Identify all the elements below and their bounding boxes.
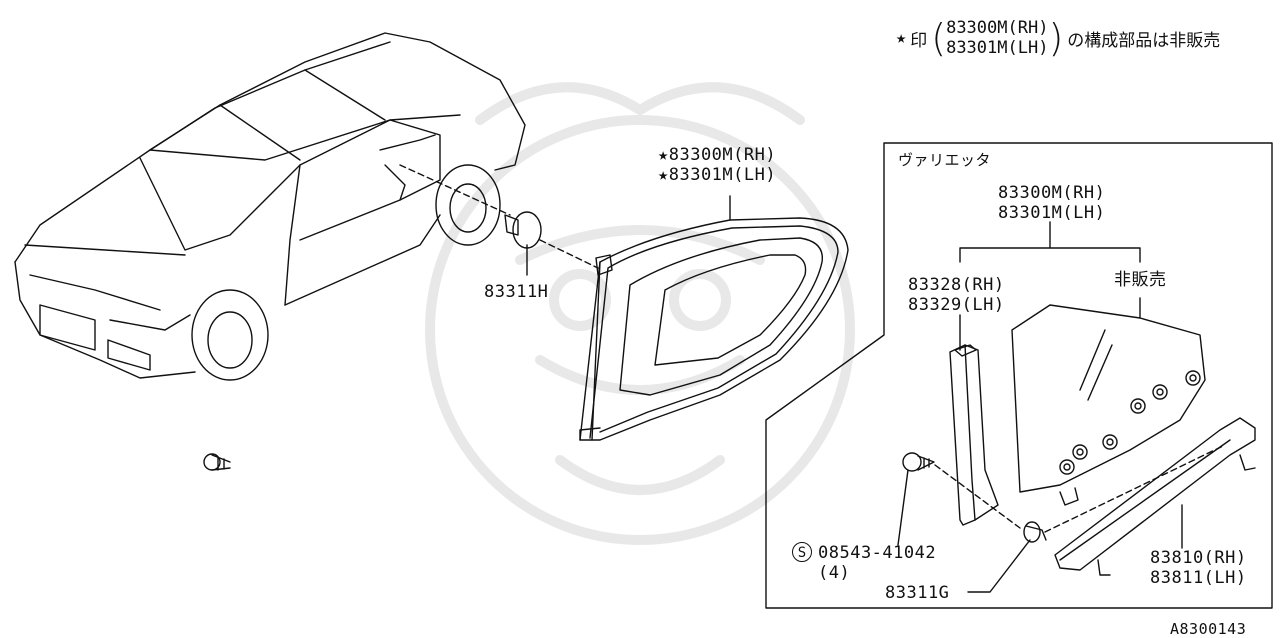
star-mark: ★	[896, 28, 907, 48]
label-screw-part: 08543-41042	[818, 543, 937, 563]
label-variant-lh: 83301M(LH)	[998, 203, 1106, 223]
label-variant-rh: 83300M(RH)	[998, 183, 1106, 203]
car-illustration	[14, 32, 526, 381]
note-suffix: の構成部品は非販売	[1067, 30, 1221, 51]
variant-pillar-drawing	[949, 344, 999, 526]
label-main-lh: ★83301M(LH)	[658, 165, 777, 185]
note-part-numbers: 83300M(RH) 83301M(LH)	[946, 18, 1048, 58]
label-not-sold: 非販売	[1114, 270, 1167, 290]
screw-drawing	[203, 453, 231, 471]
lead-clip-g-dashed	[1044, 444, 1226, 533]
label-pillar-lh: 83329(LH)	[908, 295, 1005, 315]
label-clip-83311h: 83311H	[484, 282, 549, 302]
watermark-emblem	[425, 82, 855, 545]
quarter-glass-assembly-drawing	[579, 195, 849, 441]
label-main-rh: ★83300M(RH)	[658, 145, 777, 165]
variant-title: ヴァリエッタ	[898, 151, 992, 169]
note-line-lh: 83301M(LH)	[946, 38, 1049, 58]
lead-screw-label	[897, 469, 909, 546]
label-trim-lh: 83811(LH)	[1150, 568, 1247, 588]
label-pillar-rh: 83328(RH)	[908, 275, 1005, 295]
label-clip-83311g: 83311G	[885, 583, 950, 603]
label-trim-rh: 83810(RH)	[1150, 548, 1247, 568]
variant-bracket	[959, 221, 1141, 263]
label-screw-qty: (4)	[818, 563, 851, 583]
note-line-rh: 83300M(RH)	[946, 18, 1049, 38]
lead-clip-g-label	[967, 539, 1031, 593]
open-paren: (	[931, 16, 947, 60]
diagram-id: A8300143	[1170, 620, 1247, 638]
moulding-trim-drawing	[1054, 417, 1256, 576]
variant-glass-drawing	[1011, 304, 1206, 506]
lead-screw-dashed	[934, 464, 1021, 529]
clip-83311h-drawing	[504, 211, 542, 276]
screw-s-symbol: S	[792, 542, 812, 562]
clip-83311g-drawing	[1023, 521, 1047, 543]
lead-clip-to-glass	[539, 239, 599, 269]
note-prefix: 印	[910, 30, 928, 51]
variant-box-outline	[765, 142, 1273, 609]
close-paren: )	[1048, 16, 1064, 60]
lead-car-to-clip	[399, 164, 511, 216]
screw-part-drawing	[902, 452, 935, 472]
not-for-sale-note: ★ 印 ( 83300M(RH) 83301M(LH) ) の構成部品は非販売	[896, 18, 1220, 58]
